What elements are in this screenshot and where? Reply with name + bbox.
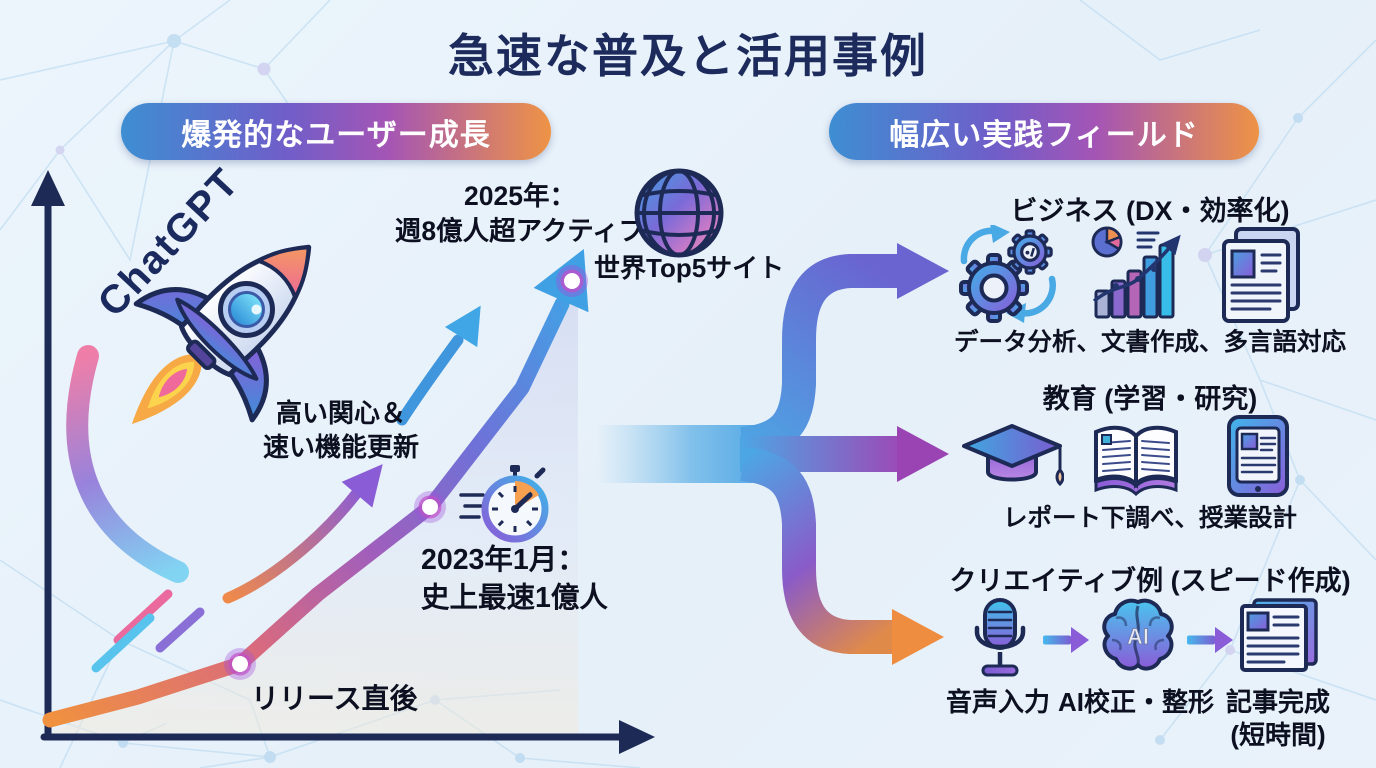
x-axis-arrow [619, 720, 655, 754]
flow-branch-bottom [739, 447, 893, 654]
ai-brain-label: AI [1127, 624, 1149, 649]
creative-title: クリエイティブ例 (スピード作成) [949, 566, 1351, 596]
education-title: 教育 (学習・研究) [1042, 384, 1258, 414]
interest-arrow-blue [396, 334, 464, 426]
article-done-label: 記事完成 [1225, 687, 1330, 717]
interest-note: 高い関心＆ 速い機能更新 [248, 396, 434, 465]
interest-arrow-orange-head [341, 464, 383, 508]
step-arrow-icon [1043, 627, 1089, 653]
branch-flow [598, 243, 949, 665]
creative-step-label-article: 記事完成 (短時間) [1208, 686, 1348, 751]
growth-section-badge: 爆発的なユーザー成長 [121, 103, 551, 160]
stopwatch-icon [459, 465, 549, 543]
graduation-cap-icon [962, 424, 1064, 487]
rocket-trail-swoosh [66, 345, 189, 583]
growth-area-fill [48, 302, 578, 733]
microphone-icon [974, 598, 1026, 677]
voice-input-label: 音声入力 [945, 687, 1050, 717]
flow-arrowhead-business [897, 243, 949, 299]
axes [40, 196, 629, 741]
step-arrow-icon [1187, 627, 1233, 653]
growth-line [42, 296, 570, 728]
interest-line1: 高い関心＆ [275, 398, 406, 428]
analytics-chart-icon [1091, 226, 1181, 319]
creative-step-label-ai: AI校正・整形 [1052, 686, 1220, 719]
globe-icon [634, 168, 724, 258]
milestone-2025-line2: 週8億人超アクティブ [394, 215, 646, 246]
business-caption: データ分析、文書作成、多言語対応 [954, 329, 1346, 356]
flow-arrowhead-creative [892, 609, 944, 665]
flow-arrowhead-education [897, 426, 949, 482]
business-title: ビジネス (DX・効率化) [1010, 196, 1290, 226]
milestone-2025-line1: 2025年： [464, 181, 576, 211]
fields-section-badge: 幅広い実践フィールド [829, 103, 1259, 160]
milestone-dots [224, 265, 588, 680]
interest-arrow-blue-head [444, 305, 481, 348]
y-axis-arrow [31, 170, 65, 206]
ai-brain-icon: AI [1102, 598, 1174, 671]
milestone-2023-note: 2023年1月： 史上最速1億人 [421, 541, 608, 618]
interest-line2: 速い機能更新 [262, 432, 419, 463]
release-note: リリース直後 [251, 681, 418, 718]
fields-section-badge-label: 幅広い実践フィールド [889, 118, 1199, 152]
documents-icon [1222, 227, 1300, 323]
flow-branch-top [739, 254, 898, 461]
ai-proofread-label: AI校正・整形 [1057, 687, 1214, 717]
education-caption: レポート下調べ、授業設計 [1003, 505, 1297, 532]
top5-label: 世界Top5サイト [594, 253, 785, 283]
speed-lines [91, 589, 205, 673]
milestone-2023-line2: 史上最速1億人 [421, 582, 608, 615]
article-done-sublabel: (短時間) [1230, 719, 1326, 750]
growth-chart [31, 170, 655, 754]
rocket-icon [131, 244, 312, 425]
gears-icon [959, 225, 1056, 323]
release-label: リリース直後 [251, 683, 418, 714]
article-icon [1240, 598, 1318, 672]
tablet-icon [1227, 415, 1289, 497]
milestone-2023-line1: 2023年1月： [421, 544, 586, 576]
creative-step-label-voice: 音声入力 [932, 686, 1064, 719]
interest-arrow-orange [222, 488, 362, 604]
growth-section-badge-label: 爆発的なユーザー成長 [181, 118, 491, 152]
milestone-2025-note: 2025年： 週8億人超アクティブ [385, 179, 655, 249]
open-book-icon [1094, 425, 1178, 497]
top5-note: 世界Top5サイト [594, 251, 784, 285]
page-title: 急速な普及と活用事例 [448, 30, 928, 82]
